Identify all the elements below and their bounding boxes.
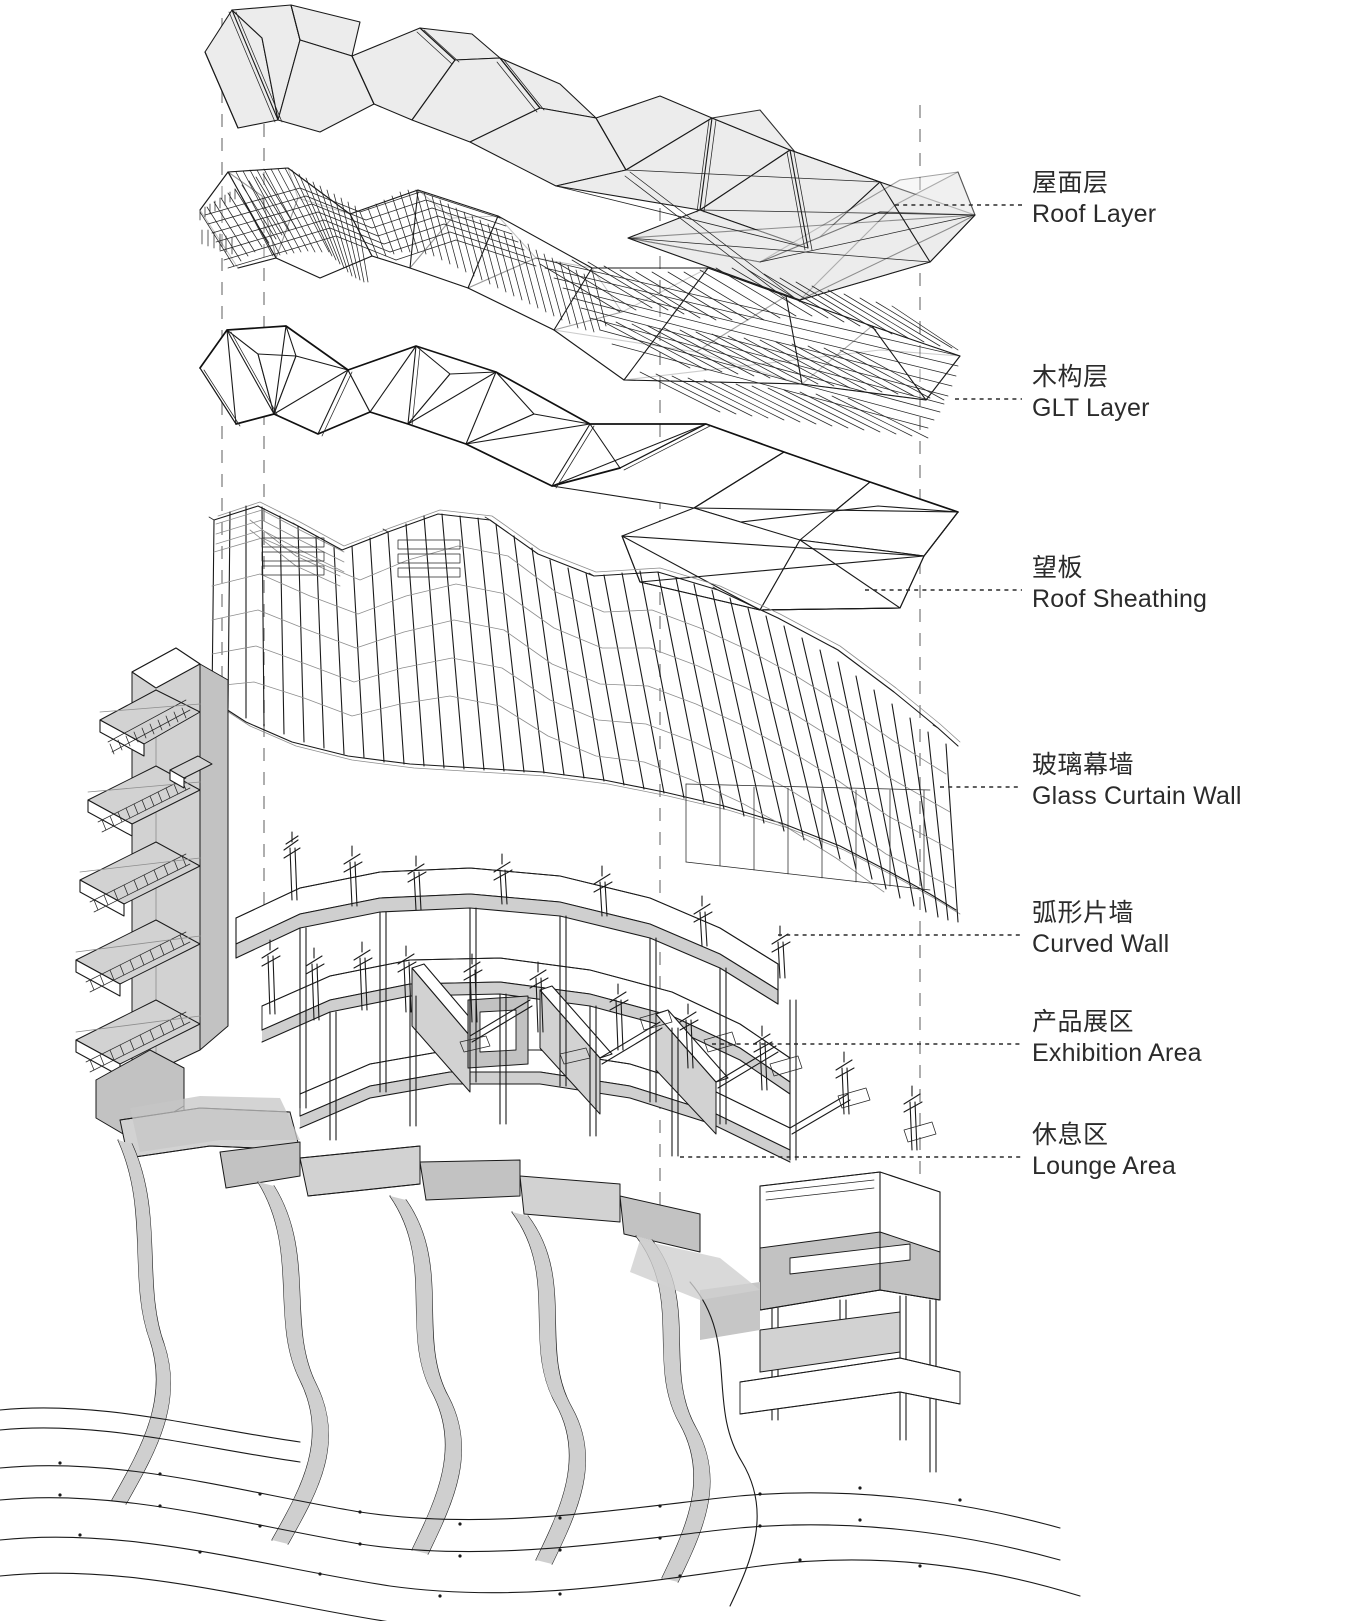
label-roof-sheathing-cn: 望板 bbox=[1032, 554, 1084, 582]
label-lounge-area-en: Lounge Area bbox=[1032, 1152, 1176, 1180]
label-glass-curtain-wall: 玻璃幕墙 Glass Curtain Wall bbox=[1032, 750, 1242, 812]
label-glass-curtain-wall-en: Glass Curtain Wall bbox=[1032, 782, 1242, 810]
landscape-geometry bbox=[0, 1096, 1081, 1621]
glass-curtain-wall-geometry bbox=[208, 501, 961, 923]
label-roof-layer-en: Roof Layer bbox=[1032, 200, 1157, 228]
label-lounge-area-cn: 休息区 bbox=[1032, 1121, 1109, 1149]
label-glass-curtain-wall-cn: 玻璃幕墙 bbox=[1032, 751, 1135, 779]
label-curved-wall-en: Curved Wall bbox=[1032, 930, 1170, 958]
roof-sheathing-geometry bbox=[199, 325, 959, 611]
roof-layer-geometry bbox=[204, 4, 976, 307]
label-curved-wall-cn: 弧形片墙 bbox=[1032, 899, 1135, 927]
tree-columns-middle bbox=[261, 939, 923, 1151]
bracket-details bbox=[459, 1009, 937, 1143]
glt-layer-geometry bbox=[199, 167, 961, 439]
label-leader-lines bbox=[680, 204, 1022, 1158]
label-curved-wall: 弧形片墙 Curved Wall bbox=[1032, 898, 1169, 960]
label-roof-layer-cn: 屋面层 bbox=[1032, 169, 1109, 197]
label-lounge-area: 休息区 Lounge Area bbox=[1032, 1120, 1176, 1182]
tree-columns-upper bbox=[283, 831, 791, 979]
label-glt-layer-en: GLT Layer bbox=[1032, 394, 1150, 422]
label-roof-sheathing-en: Roof Sheathing bbox=[1032, 585, 1208, 613]
label-glt-layer-cn: 木构层 bbox=[1032, 363, 1109, 391]
lounge-area-geometry bbox=[700, 1171, 961, 1473]
curved-wall-geometry bbox=[235, 831, 937, 1163]
label-glt-layer: 木构层 GLT Layer bbox=[1032, 362, 1150, 424]
label-exhibition-area-cn: 产品展区 bbox=[1032, 1008, 1135, 1036]
stair-tower-geometry bbox=[75, 647, 229, 1151]
label-exhibition-area: 产品展区 Exhibition Area bbox=[1032, 1007, 1202, 1069]
label-roof-sheathing: 望板 Roof Sheathing bbox=[1032, 553, 1207, 615]
label-roof-layer: 屋面层 Roof Layer bbox=[1032, 168, 1156, 230]
support-columns bbox=[299, 907, 797, 1161]
label-exhibition-area-en: Exhibition Area bbox=[1032, 1039, 1202, 1067]
